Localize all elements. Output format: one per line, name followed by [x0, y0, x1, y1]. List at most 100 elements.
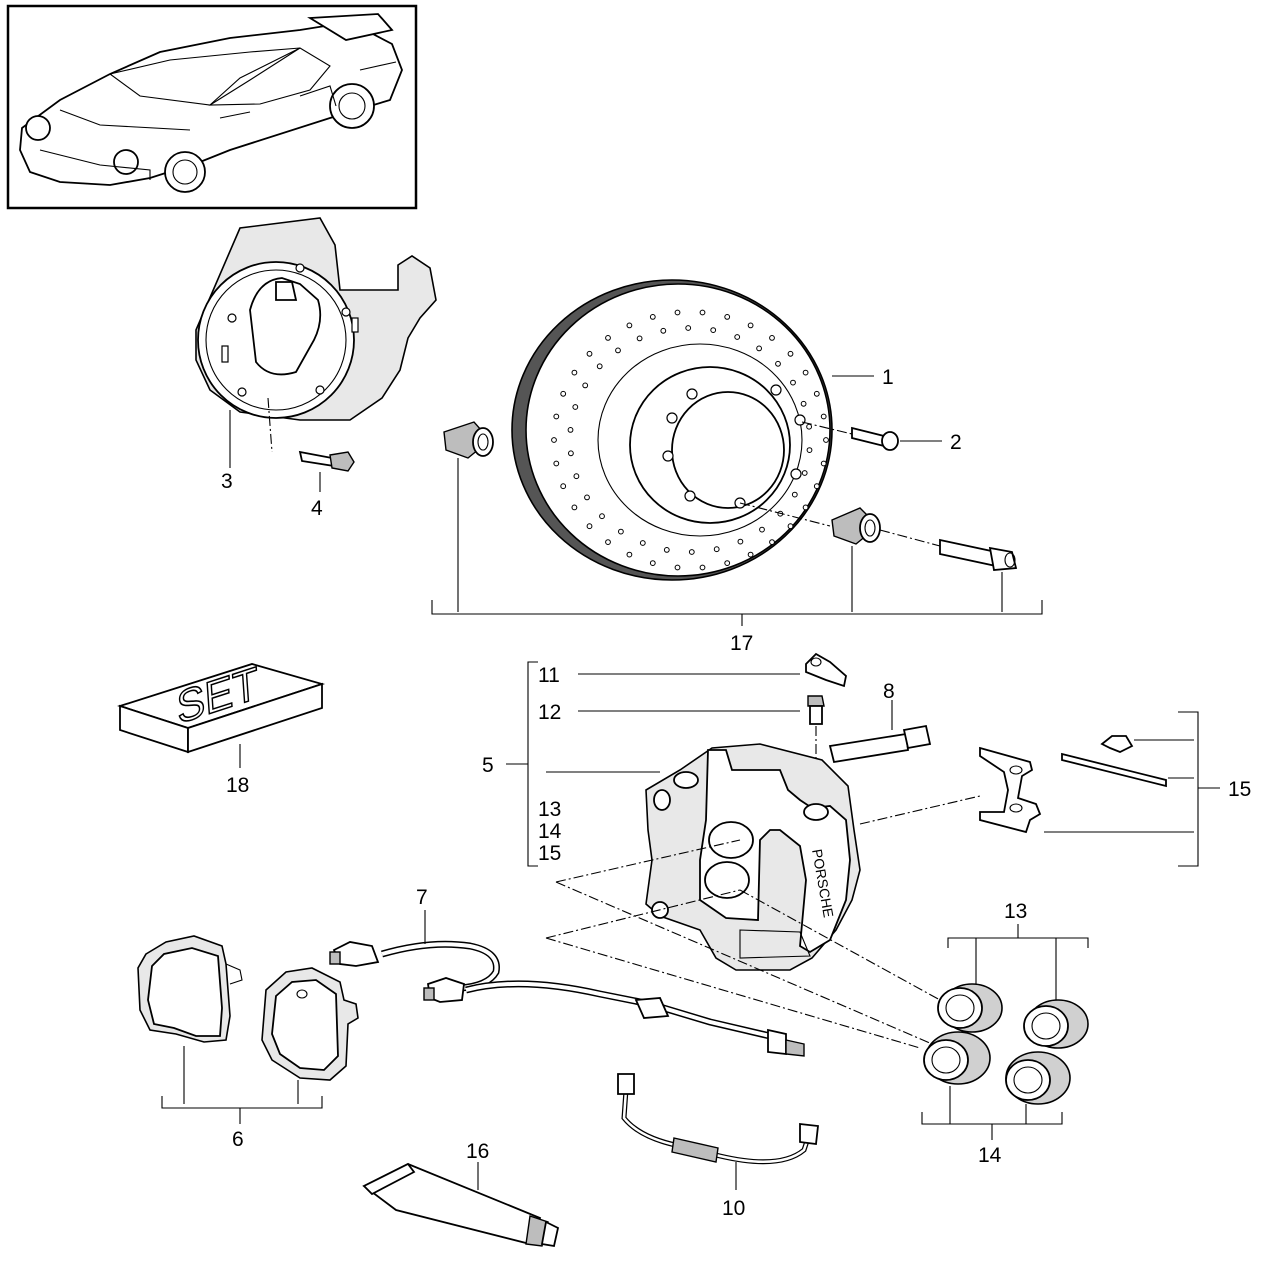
callout-1: 1	[882, 366, 894, 389]
disc-drill-hole	[688, 549, 695, 555]
disc-drill-hole	[586, 523, 593, 530]
callout-6: 6	[232, 1128, 244, 1151]
grease-tube	[362, 1162, 560, 1248]
disc-drill-hole	[596, 363, 603, 370]
disc-drill-hole	[802, 504, 809, 511]
disc-drill-hole	[813, 483, 820, 490]
disc-drill-hole	[626, 551, 633, 558]
callout-5-sub-15: 15	[538, 842, 561, 865]
disc-drill-hole	[560, 483, 567, 490]
callout-17: 17	[730, 632, 753, 655]
disc-drill-hole	[584, 494, 590, 501]
pad-wear-sensor	[329, 910, 805, 1057]
disc-drill-hole	[756, 345, 762, 352]
brake-disc	[511, 279, 874, 581]
callout-7: 7	[416, 886, 428, 909]
disc-drill-hole	[747, 551, 754, 558]
disc-drill-hole	[618, 528, 624, 535]
disc-drill-hole	[791, 491, 798, 498]
caliper-bolt	[828, 700, 932, 764]
disc-drill-hole	[747, 322, 754, 329]
callout-3: 3	[221, 470, 233, 493]
disc-drill-hole	[551, 437, 557, 443]
disc-drill-hole	[801, 470, 808, 476]
disc-drill-hole	[582, 382, 589, 389]
disc-drill-hole	[663, 547, 670, 553]
disc-drill-hole	[660, 327, 667, 334]
disc-drill-hole	[775, 360, 781, 367]
disc-drill-hole	[567, 427, 574, 433]
callout-4: 4	[311, 497, 323, 520]
pad-retaining-spring	[979, 746, 1042, 834]
callout-5-sub-13: 13	[538, 798, 561, 821]
repair-set-box: SET	[117, 657, 326, 768]
disc-drill-hole	[787, 523, 794, 530]
guide-bushing-left	[443, 421, 494, 612]
callout-12: 12	[538, 701, 561, 724]
disc-drill-hole	[759, 526, 765, 533]
disc-drill-hole	[724, 560, 731, 566]
caliper-mounting-bolt	[879, 529, 1018, 612]
piston-seal-3	[923, 1031, 991, 1085]
bracket-15	[1044, 711, 1220, 867]
disc-drill-hole	[568, 450, 574, 457]
disc-drill-hole	[636, 335, 643, 342]
disc-drill-hole	[710, 327, 717, 334]
disc-drill-hole	[615, 347, 621, 354]
disc-drill-hole	[823, 437, 829, 443]
disc-drill-hole	[769, 335, 775, 341]
bracket-14	[921, 1086, 1063, 1140]
disc-drill-hole	[586, 350, 593, 357]
disc-drill-hole	[571, 369, 578, 376]
disc-drill-hole	[649, 560, 656, 566]
disc-drill-hole	[820, 460, 827, 467]
brake-pad-left	[137, 935, 243, 1104]
callout-5: 5	[482, 754, 494, 777]
disc-drill-hole	[713, 546, 720, 553]
disc-drill-hole	[674, 309, 681, 316]
brake-pad-right	[261, 967, 359, 1104]
pad-retaining-pin	[1061, 735, 1167, 788]
disc-drill-hole	[800, 400, 807, 407]
car-thumbnail	[6, 4, 418, 210]
callout-8: 8	[883, 680, 895, 703]
disc-drill-hole	[674, 564, 681, 571]
callout-10: 10	[722, 1197, 745, 1220]
callout-15: 15	[1228, 778, 1251, 801]
disc-drill-hole	[699, 564, 706, 571]
disc-drill-hole	[649, 314, 656, 320]
disc-drill-hole	[699, 309, 706, 316]
callout-5-sub-14: 14	[538, 820, 562, 843]
bleed-valve-cap	[805, 652, 847, 688]
disc-drill-hole	[813, 390, 820, 397]
shield-bolt	[298, 450, 355, 492]
disc-drill-hole	[599, 513, 605, 520]
bracket-6	[161, 1096, 323, 1124]
disc-drill-hole	[685, 325, 692, 331]
callout-16: 16	[466, 1140, 489, 1163]
callout-13: 13	[1004, 900, 1027, 923]
disc-drill-hole	[806, 447, 813, 454]
piston-seal-1	[937, 983, 1003, 1033]
car-illustration-icon	[19, 13, 403, 193]
disc-drill-hole	[560, 390, 567, 397]
callout-14: 14	[978, 1144, 1002, 1167]
disc-drill-hole	[626, 322, 633, 329]
callout-2: 2	[950, 431, 962, 454]
disc-drill-hole	[787, 350, 794, 357]
callout-18: 18	[226, 774, 249, 797]
bracket-13	[947, 924, 1089, 1000]
guide-bushing-right	[739, 502, 881, 612]
disc-drill-hole	[553, 413, 560, 420]
disc-drill-hole	[605, 335, 611, 341]
brake-line	[617, 1073, 819, 1190]
disc-drill-hole	[802, 369, 809, 376]
disc-drill-hole	[724, 314, 731, 320]
disc-drill-hole	[572, 404, 579, 410]
disc-screw	[801, 421, 942, 451]
disc-drill-hole	[605, 539, 611, 545]
disc-drill-hole	[806, 423, 812, 430]
dust-shield	[195, 217, 437, 468]
disc-drill-hole	[790, 379, 796, 386]
